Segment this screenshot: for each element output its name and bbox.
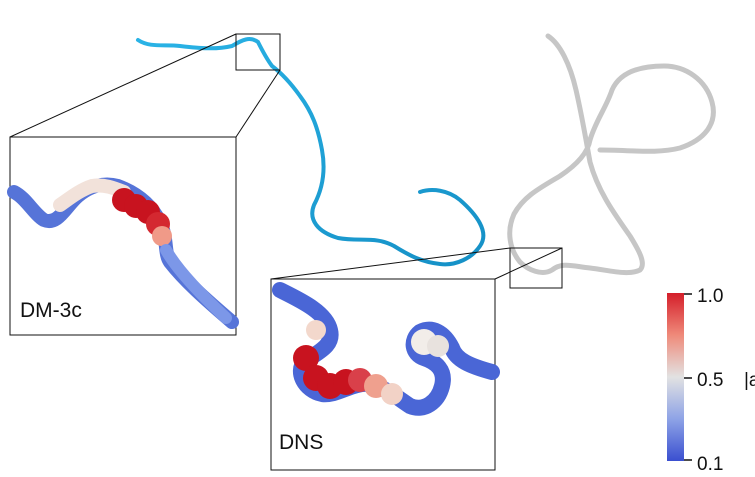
dns-connector-top <box>270 247 511 280</box>
dns-zoom-box <box>509 247 563 289</box>
colorbar-label-fragment: |a <box>744 371 755 390</box>
dm3c-vortex-curve <box>136 37 486 267</box>
dns-panel-label: DNS <box>279 431 324 454</box>
dns-inset-tube <box>272 282 500 416</box>
colorbar-bar <box>667 293 684 461</box>
dm3c-connector-bottom <box>235 69 281 138</box>
colorbar-tick-label-max: 1.0 <box>697 286 724 307</box>
colorbar-tick-label-min: 0.1 <box>697 454 724 475</box>
dns-vortex-curve <box>507 33 716 276</box>
dns-connector-bottom <box>494 247 563 280</box>
dm3c-connector-top <box>9 33 237 138</box>
dm3c-inset-frame <box>9 136 237 336</box>
colorbar-tick-label-mid: 0.5 <box>697 370 724 391</box>
dm3c-zoom-box <box>235 33 281 71</box>
dm3c-inset-tube <box>7 177 239 329</box>
dm3c-panel-label: DM-3c <box>20 299 82 322</box>
